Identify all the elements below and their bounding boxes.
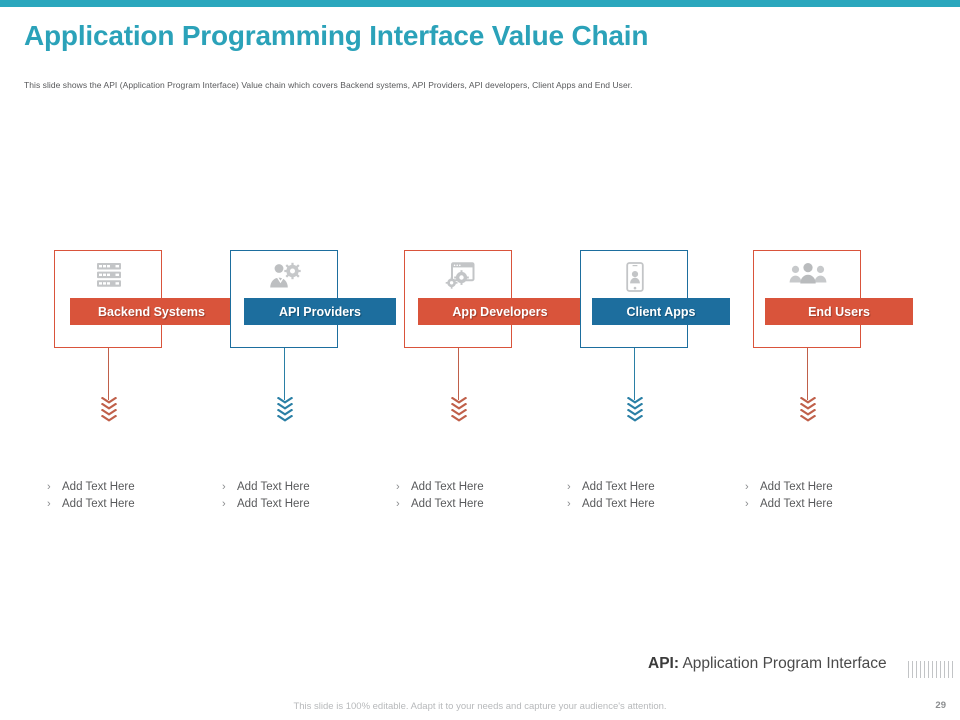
list-item-label: Add Text Here xyxy=(582,498,655,510)
chevron-down-icon xyxy=(627,397,643,422)
node-label-text: Client Apps xyxy=(626,304,696,319)
list-item-label: Add Text Here xyxy=(411,498,484,510)
chevron-right-icon: › xyxy=(567,498,571,510)
window-gears-icon xyxy=(404,262,514,290)
person-gear-icon xyxy=(230,262,340,290)
node-label-bar[interactable]: Backend Systems xyxy=(70,298,233,325)
chevron-right-icon: › xyxy=(47,498,51,510)
mobile-phone-icon xyxy=(580,262,690,292)
chevron-right-icon: › xyxy=(745,481,749,493)
list-item[interactable]: › Add Text Here xyxy=(396,481,576,493)
list-item[interactable]: › Add Text Here xyxy=(745,481,925,493)
chain-node-1[interactable]: Backend Systems xyxy=(54,240,233,530)
bullet-column-4: › Add Text Here › Add Text Here xyxy=(567,481,747,515)
chevron-down-icon xyxy=(101,397,117,422)
node-label-text: Backend Systems xyxy=(97,304,205,319)
chevron-down-icon xyxy=(277,397,293,422)
footer-note: This slide is 100% editable. Adapt it to… xyxy=(293,701,667,712)
chevron-right-icon: › xyxy=(47,481,51,493)
chevron-right-icon: › xyxy=(567,481,571,493)
chain-node-5[interactable]: End Users xyxy=(753,240,927,530)
chevron-right-icon: › xyxy=(222,481,226,493)
list-item-label: Add Text Here xyxy=(237,498,310,510)
top-accent-bar xyxy=(0,0,960,7)
list-item[interactable]: › Add Text Here xyxy=(222,481,402,493)
slide-subtitle: This slide shows the API (Application Pr… xyxy=(24,80,633,90)
list-item[interactable]: › Add Text Here xyxy=(567,498,747,510)
chevron-down-icon xyxy=(800,397,816,422)
list-item[interactable]: › Add Text Here xyxy=(745,498,925,510)
legend-api-definition: API: Application Program Interface xyxy=(648,655,887,673)
chevron-right-icon: › xyxy=(222,498,226,510)
list-item-label: Add Text Here xyxy=(237,481,310,493)
list-item[interactable]: › Add Text Here xyxy=(222,498,402,510)
connector-line xyxy=(284,348,285,400)
chevron-right-icon: › xyxy=(396,481,400,493)
list-item-label: Add Text Here xyxy=(760,498,833,510)
bullet-column-2: › Add Text Here › Add Text Here xyxy=(222,481,402,515)
node-label-text: App Developers xyxy=(452,304,548,319)
chain-node-2[interactable]: API Providers xyxy=(230,240,404,530)
chevron-right-icon: › xyxy=(396,498,400,510)
page-title: Application Programming Interface Value … xyxy=(24,20,649,51)
chain-node-4[interactable]: Client Apps xyxy=(580,240,754,530)
chevron-down-icon xyxy=(451,397,467,422)
list-item-label: Add Text Here xyxy=(760,481,833,493)
node-label-text: End Users xyxy=(808,304,870,319)
list-item[interactable]: › Add Text Here xyxy=(567,481,747,493)
page-number: 29 xyxy=(935,700,946,711)
node-label-bar[interactable]: App Developers xyxy=(418,298,582,325)
list-item-label: Add Text Here xyxy=(62,481,135,493)
chevron-right-icon: › xyxy=(745,498,749,510)
connector-line xyxy=(108,348,109,400)
bullet-column-1: › Add Text Here › Add Text Here xyxy=(47,481,227,515)
legend-abbrev: API: xyxy=(648,655,679,672)
legend-expansion: Application Program Interface xyxy=(679,655,887,672)
list-item-label: Add Text Here xyxy=(582,481,655,493)
connector-line xyxy=(458,348,459,400)
value-chain-diagram: Backend Systems API Providers App Develope… xyxy=(0,240,960,530)
list-item-label: Add Text Here xyxy=(62,498,135,510)
node-label-text: API Providers xyxy=(279,304,361,319)
list-item-label: Add Text Here xyxy=(411,481,484,493)
node-label-bar[interactable]: End Users xyxy=(765,298,913,325)
node-label-bar[interactable]: Client Apps xyxy=(592,298,730,325)
list-item[interactable]: › Add Text Here xyxy=(47,498,227,510)
people-group-icon xyxy=(753,262,863,286)
hatch-decoration-icon xyxy=(908,661,956,678)
list-item[interactable]: › Add Text Here xyxy=(47,481,227,493)
node-label-bar[interactable]: API Providers xyxy=(244,298,396,325)
list-item[interactable]: › Add Text Here xyxy=(396,498,576,510)
server-rack-icon xyxy=(54,262,164,288)
connector-line xyxy=(634,348,635,400)
bullet-column-5: › Add Text Here › Add Text Here xyxy=(745,481,925,515)
connector-line xyxy=(807,348,808,400)
bullet-column-3: › Add Text Here › Add Text Here xyxy=(396,481,576,515)
chain-node-3[interactable]: App Developers xyxy=(404,240,582,530)
